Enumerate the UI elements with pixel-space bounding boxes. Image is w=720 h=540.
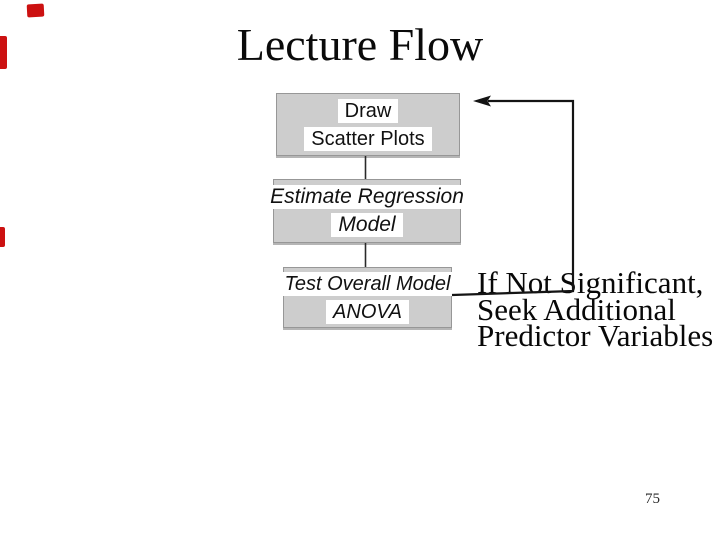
flow-box-label: Draw [337,98,399,123]
flow-box-estimate-regression-model: Estimate Regression Model [263,179,471,243]
flow-box-label: Scatter Plots [304,126,432,151]
flow-box-label: Model [331,213,403,237]
flow-box-test-overall-model-anova: Test Overall Model ANOVA [277,267,458,328]
slide-title: Lecture Flow [236,19,484,70]
flow-box-draw-scatter-plots: Draw Scatter Plots [276,93,460,156]
loop-condition-text: If Not Significant, Seek Additional Pred… [477,267,714,353]
page-number: 75 [645,491,660,507]
red-scan-mark-left-upper [0,36,7,69]
red-scan-mark-top [26,3,45,18]
flow-box-label: Estimate Regression [263,185,471,209]
loop-condition-line-3: Predictor Variables [477,318,714,353]
loop-arrowhead-icon [473,95,491,107]
loop-condition-line-2: Seek Additional [477,291,676,327]
red-scan-mark-left-lower [0,227,5,247]
flow-box-label: ANOVA [326,299,409,324]
flow-box-label: Test Overall Model [277,271,458,296]
